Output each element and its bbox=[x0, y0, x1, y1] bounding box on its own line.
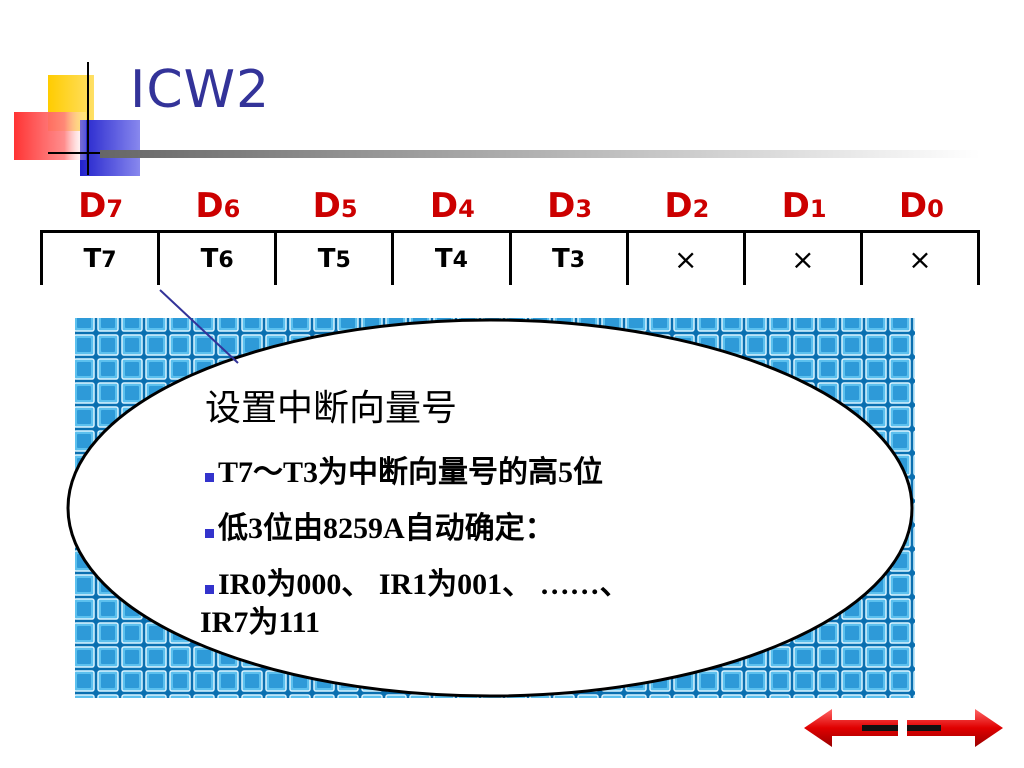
bit-label-d5: D5 bbox=[312, 186, 358, 226]
register-cell-t3: T3 bbox=[508, 230, 629, 288]
slide-title: ICW2 bbox=[130, 60, 271, 120]
arrow-right-icon[interactable] bbox=[905, 705, 1005, 751]
bullet-icon bbox=[205, 472, 214, 482]
bit-label-d2: D2 bbox=[664, 186, 710, 226]
bit-label-d7: D7 bbox=[78, 186, 124, 226]
callout-line-high-bits: T7～T3为中断向量号的高5位 bbox=[205, 454, 825, 492]
bit-label-d4: D4 bbox=[429, 186, 475, 226]
bit-label-d3: D3 bbox=[547, 186, 593, 226]
callout-bubble bbox=[0, 285, 1024, 715]
register-cell-d1: × bbox=[742, 230, 863, 288]
register-cell-t7: T7 bbox=[39, 230, 161, 288]
callout-line-low-bits: 低3位由8259A自动确定： bbox=[205, 510, 825, 548]
bit-label-d0: D0 bbox=[898, 186, 944, 226]
register-cell-t6: T6 bbox=[157, 230, 278, 288]
title-decoration-icon bbox=[14, 62, 140, 176]
bullet-icon bbox=[205, 528, 214, 538]
callout-line-ir-mapping: IR0为000、 IR1为001、 ……、 bbox=[205, 566, 825, 604]
register-row: T7 T6 T5 T4 T3 × × × bbox=[39, 230, 981, 288]
register-cell-d2: × bbox=[625, 230, 746, 288]
register-cell-t5: T5 bbox=[274, 230, 395, 288]
register-cell-t4: T4 bbox=[391, 230, 512, 288]
register-cell-d0: × bbox=[859, 230, 981, 288]
bullet-icon bbox=[205, 584, 214, 594]
callout-content: 设置中断向量号 T7～T3为中断向量号的高5位 低3位由8259A自动确定： I… bbox=[200, 382, 825, 642]
bit-header-row: D7 D6 D5 D4 D3 D2 D1 D0 bbox=[42, 184, 980, 228]
title-underline bbox=[100, 150, 980, 158]
arrow-left-icon[interactable] bbox=[802, 705, 900, 751]
callout-title: 设置中断向量号 bbox=[205, 388, 458, 429]
callout-line-ir-mapping-cont: IR7为111 bbox=[200, 606, 321, 639]
bit-label-d1: D1 bbox=[781, 186, 827, 226]
bit-label-d6: D6 bbox=[195, 186, 241, 226]
icw2-register-table: T7 T6 T5 T4 T3 × × × bbox=[39, 230, 981, 288]
